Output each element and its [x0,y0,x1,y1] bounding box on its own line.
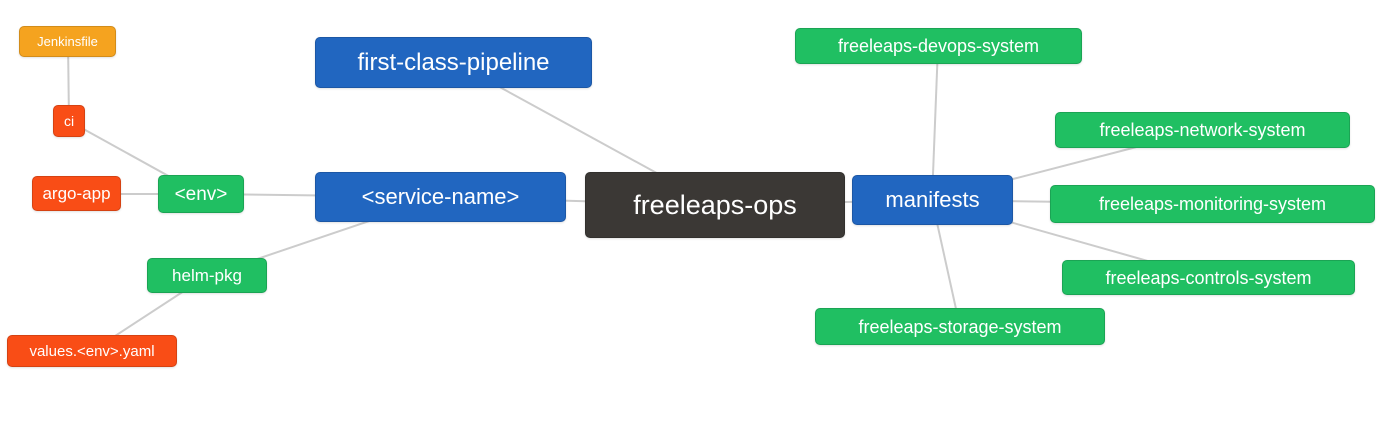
node-service-name[interactable]: <service-name> [315,172,566,222]
node-helm-pkg[interactable]: helm-pkg [147,258,267,293]
node-freeleaps-devops-system[interactable]: freeleaps-devops-system [795,28,1082,64]
node-freeleaps-monitoring-system[interactable]: freeleaps-monitoring-system [1050,185,1375,223]
node-ci[interactable]: ci [53,105,85,137]
node-manifests[interactable]: manifests [852,175,1013,225]
node-values-env-yaml[interactable]: values.<env>.yaml [7,335,177,367]
node-env[interactable]: <env> [158,175,244,213]
node-freeleaps-storage-system[interactable]: freeleaps-storage-system [815,308,1105,345]
node-freeleaps-controls-system[interactable]: freeleaps-controls-system [1062,260,1355,295]
node-freeleaps-ops-root[interactable]: freeleaps-ops [585,172,845,238]
node-jenkinsfile[interactable]: Jenkinsfile [19,26,116,57]
node-freeleaps-network-system[interactable]: freeleaps-network-system [1055,112,1350,148]
edge-manifests-devops [931,45,939,201]
node-first-class-pipeline[interactable]: first-class-pipeline [315,37,592,88]
node-argo-app[interactable]: argo-app [32,176,121,211]
